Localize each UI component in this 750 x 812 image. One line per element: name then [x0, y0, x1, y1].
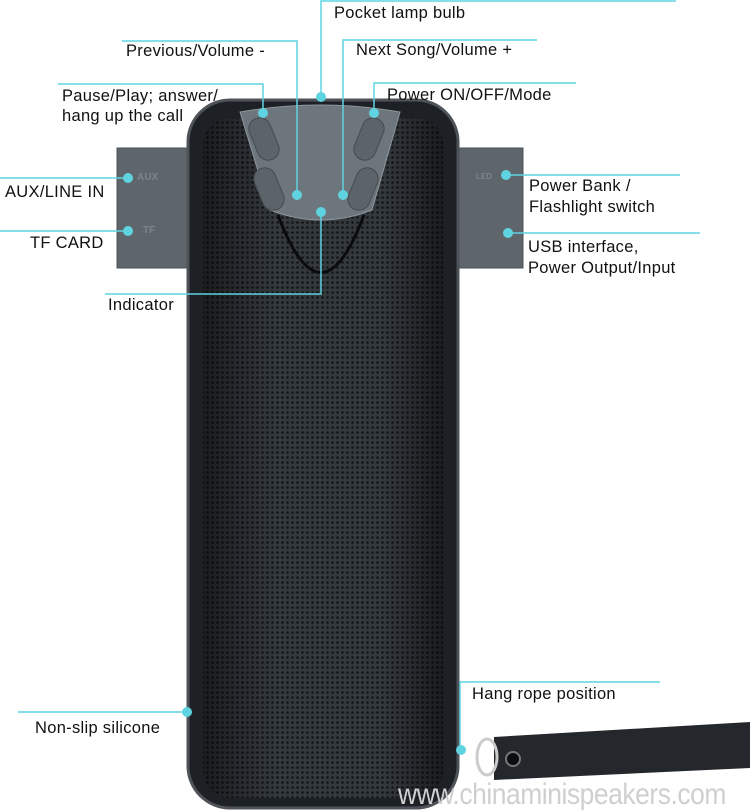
callout-dots — [123, 92, 513, 755]
label-power-bank-1: Power Bank / — [529, 177, 631, 195]
label-power-bank-2: Flashlight switch — [529, 198, 656, 216]
led-print: LED — [476, 172, 492, 181]
label-indicator: Indicator — [108, 296, 174, 314]
pause-play-button — [248, 117, 280, 161]
tf-print: TF — [143, 225, 156, 236]
label-pause-play-1: Pause/Play; answer/ — [62, 87, 219, 105]
label-usb-1: USB interface, — [528, 238, 639, 256]
watermark: www.chinaminispeakers.com — [398, 778, 726, 811]
next-button — [347, 167, 379, 211]
label-aux: AUX/LINE IN — [5, 183, 105, 201]
callout-lines — [0, 0, 700, 750]
label-non-slip: Non-slip silicone — [35, 719, 161, 737]
aux-print: AUX — [137, 172, 159, 183]
label-pause-play-2: hang up the call — [62, 107, 184, 125]
label-usb-2: Power Output/Input — [528, 259, 676, 277]
label-hang-rope: Hang rope position — [472, 685, 616, 703]
hang-strap — [475, 722, 750, 780]
power-button — [353, 117, 385, 161]
label-next: Next Song/Volume + — [356, 41, 513, 59]
right-port-cover — [450, 147, 524, 269]
label-power: Power ON/OFF/Mode — [387, 86, 552, 104]
left-port-cover — [116, 147, 190, 269]
label-pocket-lamp: Pocket lamp bulb — [334, 4, 466, 22]
label-tf: TF CARD — [30, 234, 104, 252]
previous-button — [253, 167, 285, 211]
label-previous: Previous/Volume - — [126, 42, 265, 60]
